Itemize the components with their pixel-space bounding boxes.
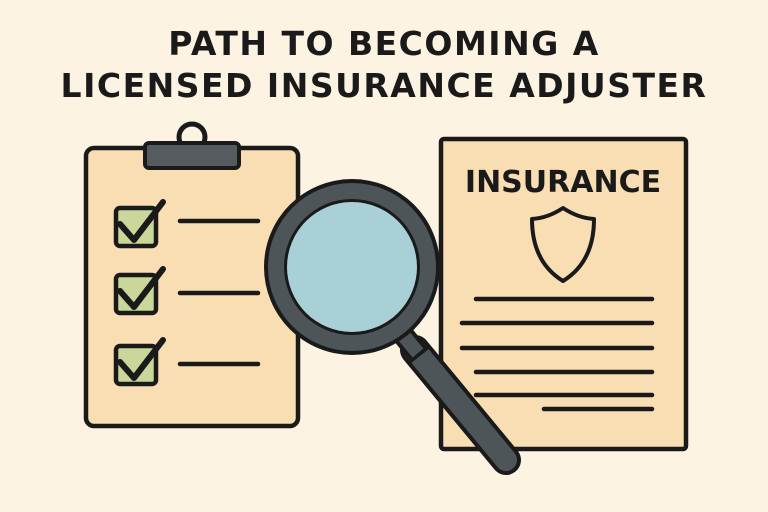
insurance-document-icon: INSURANCE [438,136,689,452]
magnifying-glass-icon [264,179,521,475]
insurance-document-heading: INSURANCE [465,165,661,200]
checklist-item [113,266,261,316]
clipboard-icon [83,121,301,429]
checkbox-checked-icon [113,272,159,316]
checkbox-checked-icon [113,205,159,249]
document-text-lines [459,296,655,412]
title-line-1: PATH TO BECOMING A [168,24,600,63]
checklist-item [113,199,261,249]
checkbox-checked-icon [113,343,159,387]
checklist-item [113,337,261,387]
title-line-2: LICENSED INSURANCE ADJUSTER [60,66,708,105]
shield-icon [530,206,596,283]
